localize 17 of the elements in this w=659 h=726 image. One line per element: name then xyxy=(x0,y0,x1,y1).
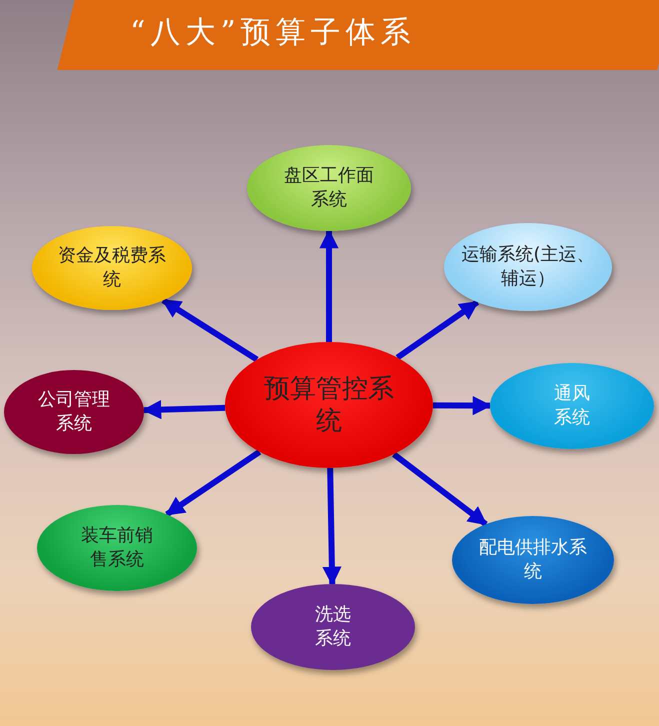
system-label: 公司管理系统 xyxy=(37,388,111,436)
arrow xyxy=(392,452,488,527)
arrow xyxy=(162,298,259,362)
title: “八大”预算子体系 xyxy=(130,14,416,52)
arrow xyxy=(165,449,262,517)
system-label: 预算管控系统 xyxy=(264,373,394,437)
system-label: 配电供排水系统 xyxy=(478,536,588,584)
system-label: 运输系统(主运、辅运） xyxy=(460,243,596,291)
arrow xyxy=(322,468,342,586)
system-label: 盘区工作面系统 xyxy=(283,164,375,212)
system-label: 通风系统 xyxy=(553,382,591,430)
system-label: 装车前销售系统 xyxy=(80,524,154,572)
arrow xyxy=(319,229,339,342)
arrow xyxy=(396,300,480,360)
arrow xyxy=(432,396,492,416)
system-label: 洗选系统 xyxy=(314,603,352,651)
system-label: 资金及税费系统 xyxy=(57,244,167,292)
